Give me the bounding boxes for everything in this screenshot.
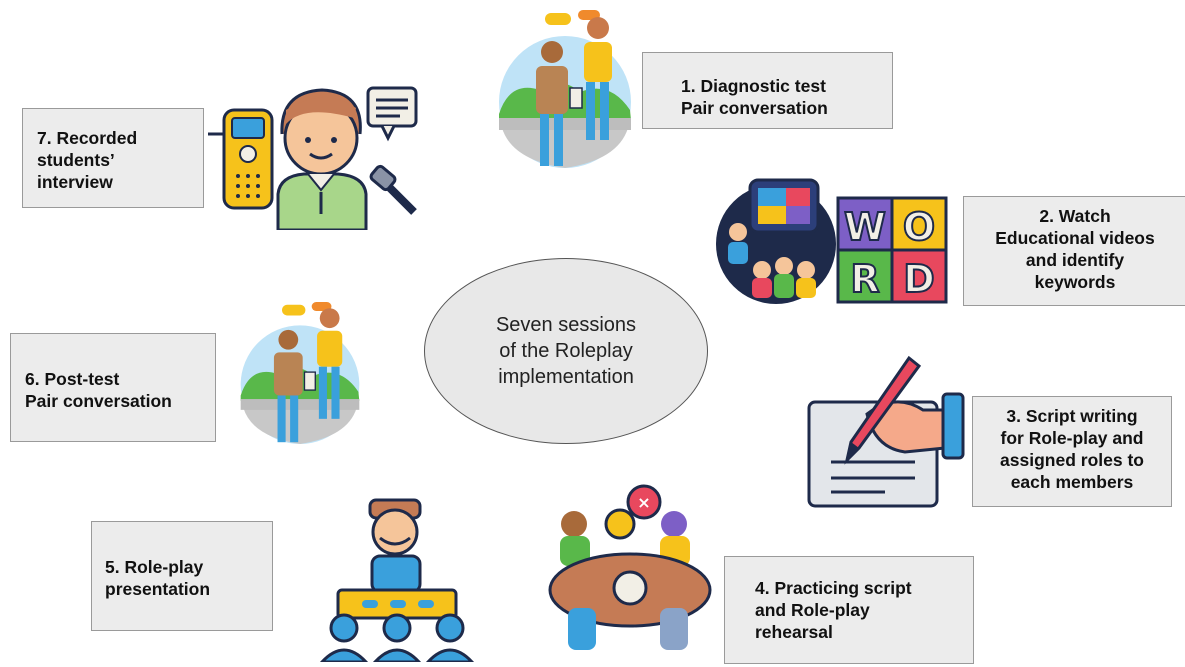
- students-conversation-icon: [490, 10, 640, 168]
- center-line-3: implementation: [498, 366, 634, 388]
- session-3-line-4: each members: [1010, 472, 1134, 492]
- session-1-line-2: Pair conversation: [681, 98, 828, 118]
- session-1-box: 1. Diagnostic test Pair conversation: [642, 52, 893, 129]
- session-2-line-3: and identify: [1025, 250, 1125, 270]
- session-7-line-3: interview: [37, 172, 113, 192]
- session-1-line-1: 1. Diagnostic test: [681, 76, 826, 96]
- session-7-line-1: 7. Recorded: [37, 128, 138, 148]
- session-4-line-2: and Role-play: [755, 600, 870, 620]
- recorder-interview-icon: [204, 84, 424, 232]
- session-6-line-2: Pair conversation: [25, 391, 172, 411]
- session-4-line-1: 4. Practicing script: [755, 578, 912, 598]
- session-2-box: 2. Watch Educational videos and identify…: [963, 196, 1185, 306]
- video-word-puzzle-icon: W O R D: [714, 178, 954, 308]
- session-7-box: 7. Recorded students’ interview: [22, 108, 204, 208]
- session-2-line-2: Educational videos: [995, 228, 1155, 248]
- session-7-line-2: students’: [37, 150, 115, 170]
- session-3-box: 3. Script writing for Role-play and assi…: [972, 396, 1172, 507]
- session-5-line-2: presentation: [105, 579, 211, 599]
- session-4-line-3: rehearsal: [755, 622, 833, 642]
- svg-text:W: W: [844, 205, 886, 249]
- session-6-box: 6. Post-test Pair conversation: [10, 333, 216, 442]
- session-3-line-2: for Role-play and: [1000, 428, 1144, 448]
- group-discussion-icon: ×: [548, 484, 718, 654]
- svg-text:D: D: [903, 257, 935, 301]
- session-5-line-1: 5. Role-play: [105, 557, 204, 577]
- session-5-box: 5. Role-play presentation: [91, 521, 273, 631]
- center-line-2: of the Roleplay: [499, 340, 633, 362]
- svg-text:R: R: [850, 257, 879, 301]
- students-conversation-icon: [232, 302, 368, 444]
- presenter-audience-icon: [314, 496, 480, 664]
- session-4-box: 4. Practicing script and Role-play rehea…: [724, 556, 974, 664]
- session-2-line-1: 2. Watch: [1039, 206, 1111, 226]
- session-3-line-3: assigned roles to: [1000, 450, 1144, 470]
- svg-text:×: ×: [637, 493, 650, 512]
- center-ellipse: Seven sessions of the Roleplay implement…: [424, 258, 708, 444]
- session-6-line-1: 6. Post-test: [25, 369, 120, 389]
- center-line-1: Seven sessions: [495, 314, 637, 336]
- hand-writing-icon: [805, 352, 970, 512]
- session-3-line-1: 3. Script writing: [1006, 406, 1138, 426]
- svg-text:O: O: [903, 205, 935, 249]
- session-2-line-4: keywords: [1034, 272, 1116, 292]
